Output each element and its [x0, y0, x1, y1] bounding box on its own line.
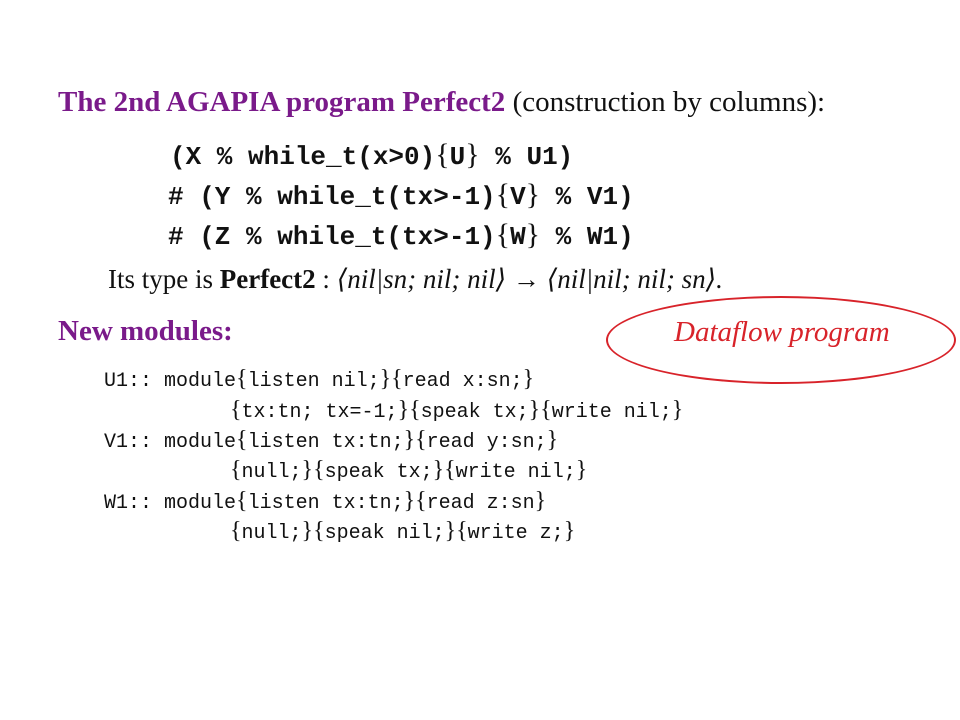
slide-heading: The 2nd AGAPIA program Perfect2 (constru… — [58, 86, 825, 119]
module-v1-line2: {null;}{speak tx;}{write nil;} — [230, 457, 588, 484]
type-line: Its type is Perfect2 : ⟨nil|sn; nil; nil… — [108, 264, 723, 294]
dataflow-label: Dataflow program — [674, 316, 890, 348]
heading-rest: (construction by columns): — [505, 86, 826, 118]
dataflow-ellipse — [606, 296, 956, 384]
module-v1-line1: V1:: module{listen tx:tn;}{read y:sn;} — [104, 427, 559, 454]
heading-bold: The 2nd AGAPIA program Perfect2 — [58, 86, 506, 118]
type-name: Perfect2 — [219, 264, 316, 294]
module-u1-line1: U1:: module{listen nil;}{read x:sn;} — [104, 366, 535, 393]
module-w1-line2: {null;}{speak nil;}{write z;} — [230, 518, 576, 545]
program-line-2: # (Y % while_t(tx>-1){V} % V1) — [168, 178, 634, 212]
type-lhs: ⟨nil|sn; nil; nil⟩ — [336, 264, 507, 294]
module-u1-line2: {tx:tn; tx=-1;}{speak tx;}{write nil;} — [230, 397, 684, 424]
program-line-1: (X % while_t(x>0){U} % U1) — [170, 138, 574, 172]
program-line-3: # (Z % while_t(tx>-1){W} % W1) — [168, 218, 634, 252]
type-rhs: ⟨nil|nil; nil; sn⟩. — [546, 264, 723, 294]
new-modules-label: New modules: — [58, 315, 233, 347]
module-w1-line1: W1:: module{listen tx:tn;}{read z:sn} — [104, 488, 547, 515]
